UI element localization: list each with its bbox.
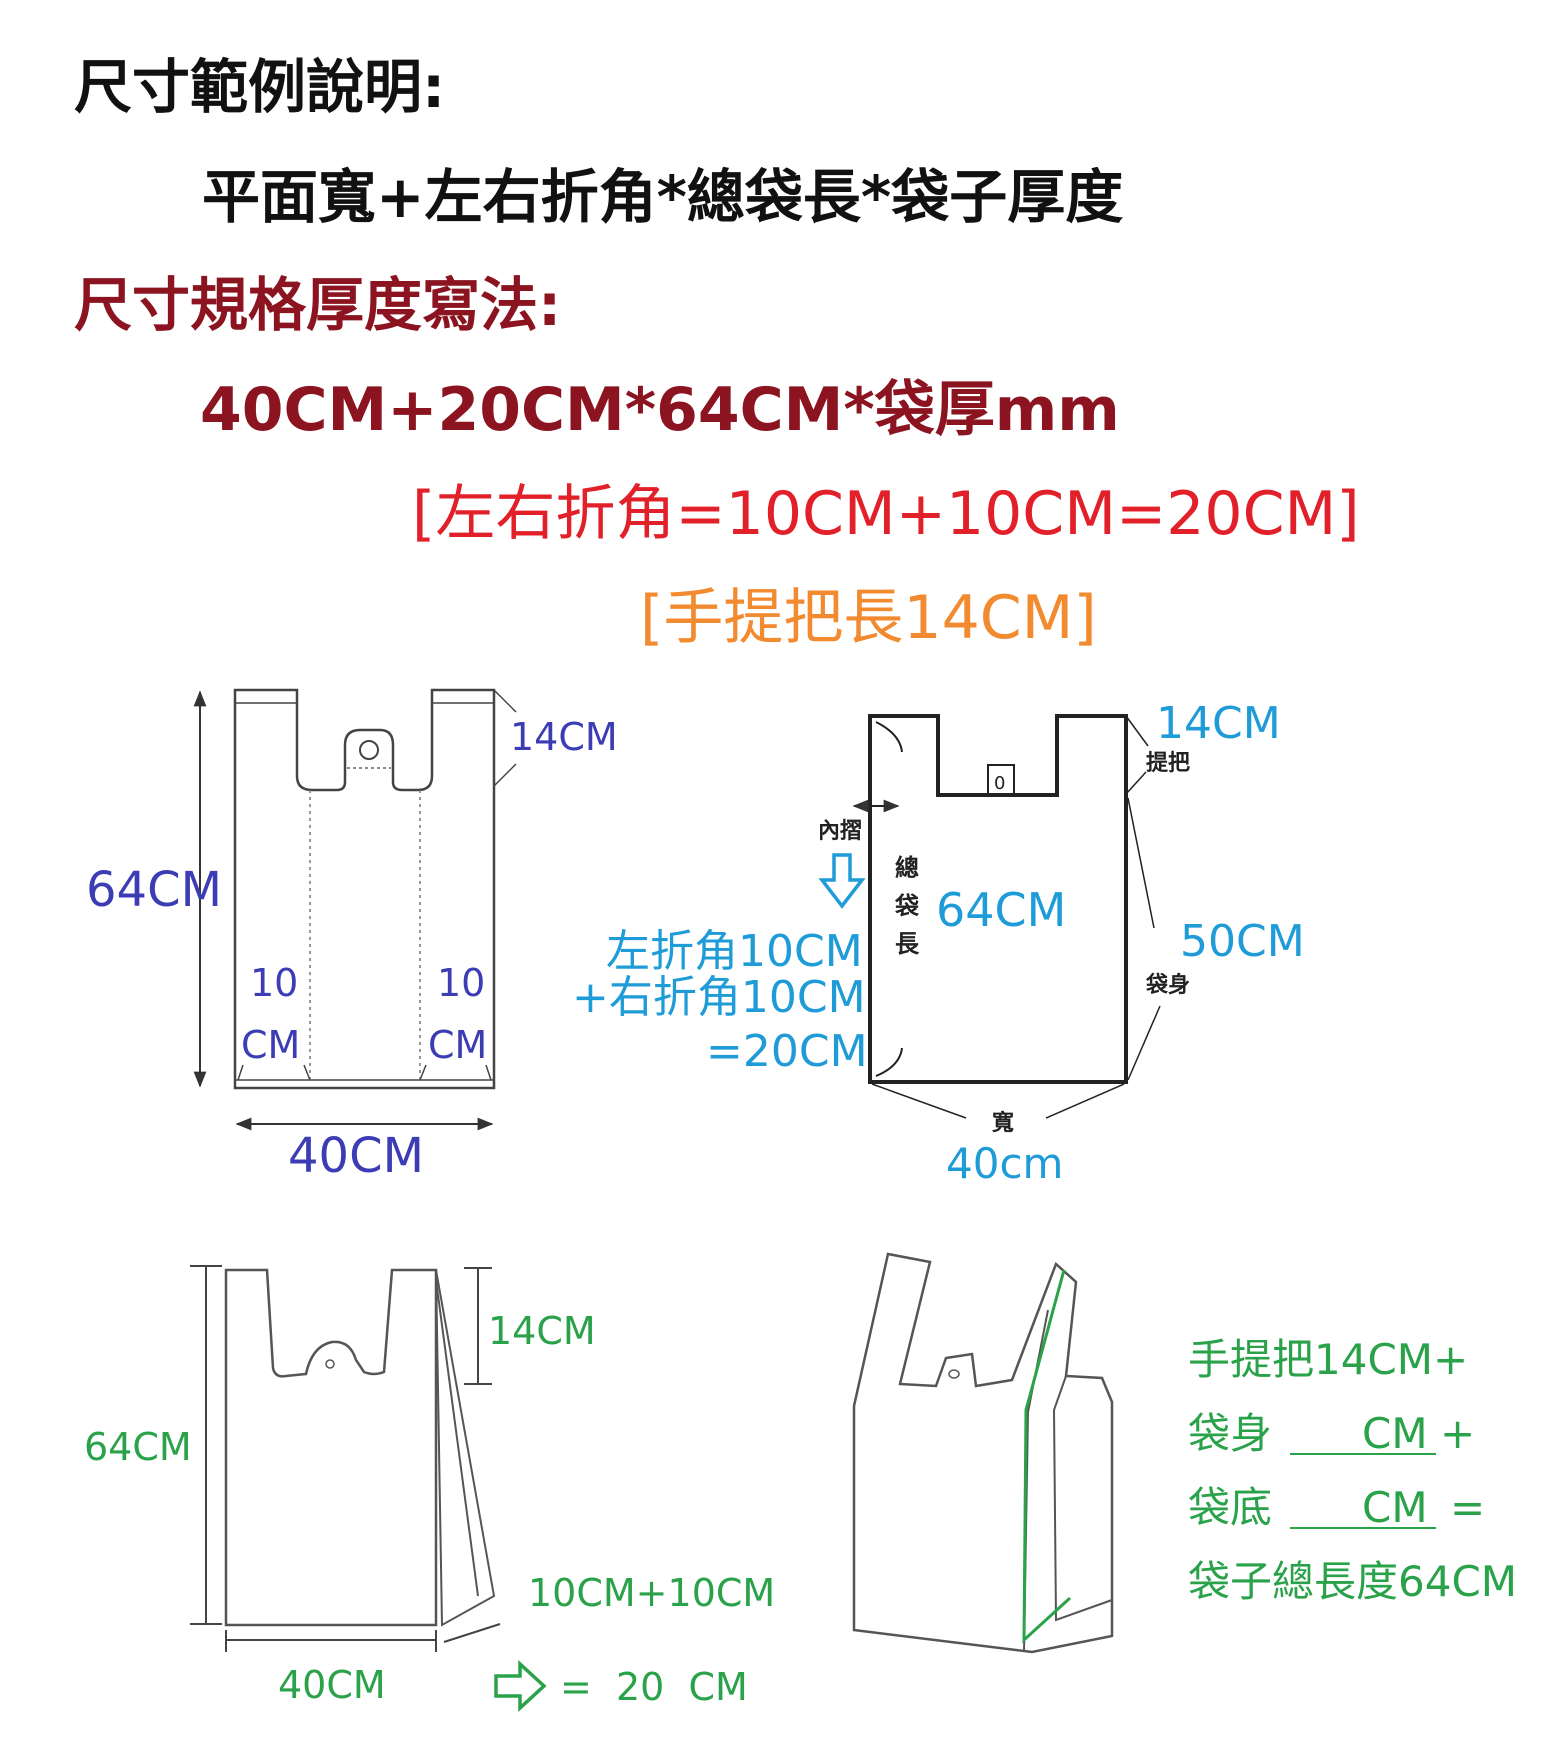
fig3-bag-front [224,1268,438,1627]
fig2-bag-outline [868,714,1128,1084]
fig1-left-fold-num: 10 [250,961,298,1005]
fig2-right-fold-label: +右折角10CM [572,972,866,1023]
fig3-bag-gusset [435,1269,496,1627]
figure-3-side-view: 14CM 64CM 40CM 10CM+10CM = 20 CM [84,1265,775,1712]
fig3-handle-label: 14CM [488,1309,596,1353]
fig3-hang-hole [325,1359,335,1369]
fig2-handle-bracket-bottom [1125,771,1147,795]
fig2-inner-fold-label: 內摺 [818,819,862,844]
fig1-fold-tick-4 [485,1064,492,1081]
fig3-right-arrow-icon [494,1660,547,1712]
fig2-fold-total-label: =20CM [706,1026,868,1077]
fig1-fold-tick-2 [303,1064,311,1081]
fold-note: [左右折角=10CM+10CM=20CM] [412,479,1360,549]
fig2-body-label: 50CM [1180,916,1305,967]
fig1-right-fold-num: 10 [437,961,485,1005]
fig3-gusset-bar [443,1623,501,1643]
fig3-width-label: 40CM [278,1663,386,1707]
fig2-hang-hole-label: 0 [994,773,1005,794]
fig4-hang-hole [948,1369,960,1379]
fig2-handle-bracket-top [1125,715,1149,747]
spec-title: 尺寸規格厚度寫法: [74,271,562,339]
fig1-bag-outline [233,688,496,1090]
size-formula: 平面寬+左右折角*總袋長*袋子厚度 [202,163,1124,231]
spec-example: 40CM+20CM*64CM*袋厚mm [200,375,1120,445]
fig1-handle-bracket-top [493,689,517,713]
fig2-body-caption: 袋身 [1145,972,1190,998]
page-title: 尺寸範例說明: [74,53,446,121]
handle-note: [手提把長14CM] [640,583,1097,653]
fig3-gusset-total-label: = 20 CM [560,1665,748,1709]
fig2-total-length-char-2: 袋 [894,892,920,920]
fig3-length-label: 64CM [84,1425,192,1469]
fig4-line2-blank: CM [1362,1409,1428,1458]
fig4-line3-suffix: = [1450,1483,1485,1532]
fig2-left-fold-label: 左折角10CM [606,926,863,977]
fig1-length-label: 64CM [86,862,222,918]
fig2-width-bracket-left [871,1083,967,1119]
fig4-line1: 手提把14CM+ [1188,1335,1468,1384]
fig4-line2-suffix: + [1440,1409,1475,1458]
fig2-length-label: 64CM [936,883,1066,937]
fig3-gusset-label: 10CM+10CM [528,1571,775,1615]
fig2-handle-caption: 提把 [1146,750,1190,776]
fig4-line3-blank: CM [1362,1483,1428,1532]
fig2-total-length-char-3: 長 [895,930,920,958]
fig2-body-bracket-top [1127,797,1155,929]
fig4-line2-label: 袋身 [1188,1409,1272,1458]
fig2-body-bracket-bottom [1127,1005,1161,1081]
fig1-handle-bracket-bottom [493,763,517,787]
fig4-line4: 袋子總長度64CM [1188,1557,1517,1606]
fig2-handle-label: 14CM [1156,698,1281,749]
figure-2-bag-schematic: 0 內摺 總 袋 長 64CM 14CM 提把 50CM 袋身 左折角10CM … [572,698,1305,1188]
fig1-left-fold-unit: CM [241,1023,300,1067]
fig2-width-bracket-right [1045,1083,1125,1119]
fig4-line3-label: 袋底 [1188,1483,1272,1532]
fig1-width-label: 40CM [288,1128,424,1184]
fig2-inner-fold-curve-bottom [875,1047,903,1077]
fig4-green-side-line [1022,1269,1072,1644]
fig2-down-arrow-icon [818,853,866,909]
fig2-total-length-char-1: 總 [895,854,919,882]
fig4-bag-outline [852,1252,1114,1654]
fig1-handle-label: 14CM [510,715,618,759]
fig2-width-caption: 寬 [992,1110,1014,1136]
fig2-hang-tab [987,764,1015,796]
figure-1-flat-bag: 14CM 64CM 10 CM 10 CM 40CM [86,688,618,1184]
fig2-width-label: 40cm [946,1139,1063,1188]
fig1-fold-tick-3 [419,1064,427,1081]
fig2-inner-fold-curve-top [875,721,903,753]
figure-4-perspective-bag: 手提把14CM+ 袋身 CM + 袋底 CM = 袋子總長度64CM [852,1252,1517,1654]
fig1-hang-hole [359,740,379,760]
fig1-right-fold-unit: CM [428,1023,487,1067]
fig1-fold-tick-1 [237,1064,244,1081]
